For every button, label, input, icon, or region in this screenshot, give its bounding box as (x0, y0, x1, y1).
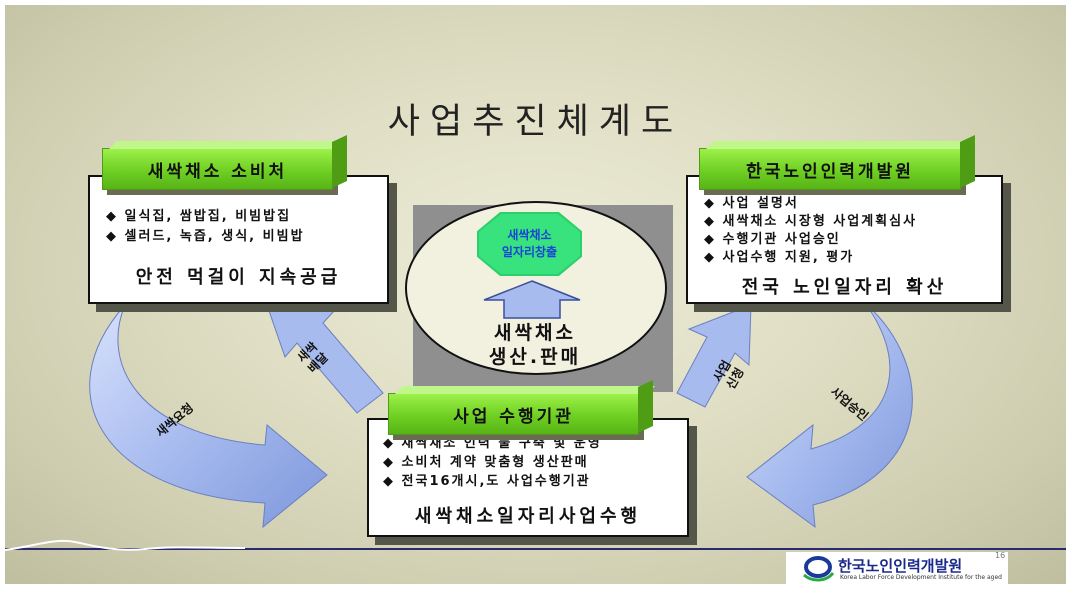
consumer-box: 일식집, 쌈밥집, 비빔밥집 셀러드, 녹즙, 생식, 비빔밥 안전 먹걸이 지… (88, 175, 389, 304)
logo-name: 한국노인인력개발원 (838, 557, 963, 575)
agency-header: 사업 수행기관 (388, 393, 639, 435)
institute-item: 사업 설명서 (704, 195, 917, 213)
consumer-item: 일식집, 쌈밥집, 비빔밥집 (106, 207, 305, 227)
consumer-items: 일식집, 쌈밥집, 비빔밥집 셀러드, 녹즙, 생식, 비빔밥 (106, 207, 305, 247)
diagram-title: 사업추진체계도 (387, 102, 684, 142)
up-arrow-icon (483, 280, 581, 319)
institute-logo: 한국노인인력개발원 Korea Labor Force Development … (786, 552, 1008, 586)
agency-summary: 새싹채소일자리사업수행 (414, 506, 642, 527)
job-creation-octagon: 새싹채소 일자리창출 (479, 214, 580, 274)
center-label-line-1: 새싹채소 (494, 322, 576, 344)
agency-items: 새싹채소 인력 풀 구축 및 운영 소비처 계약 맞춤형 생산판매 전국16개시… (383, 434, 602, 491)
slide: 사업추진체계도 일식집, 쌈밥집, 비빔밥집 셀러드, 녹즙, 생식, 비빔밥 … (5, 5, 1066, 584)
agency-item: 소비처 계약 맞춤형 생산판매 (383, 453, 602, 472)
request-arrow (89, 304, 328, 529)
institute-item: 새싹채소 시장형 사업계획심사 (704, 213, 917, 231)
agency-item: 전국16개시,도 사업수행기관 (383, 472, 602, 491)
footer-wave (5, 539, 246, 551)
flow-arrows (89, 302, 913, 529)
center-label-line-2: 생산.판매 (488, 346, 582, 368)
footer-line (5, 548, 1066, 550)
logo-mark-icon (803, 556, 834, 582)
institute-header: 한국노인인력개발원 (699, 148, 961, 190)
agency-box: 새싹채소 인력 풀 구축 및 운영 소비처 계약 맞춤형 생산판매 전국16개시… (367, 418, 689, 537)
institute-item: 수행기관 사업승인 (704, 231, 917, 249)
octagon-line-1: 새싹채소 (507, 228, 552, 242)
institute-item: 사업수행 지원, 평가 (704, 249, 917, 267)
institute-summary: 전국 노인일자리 확산 (741, 277, 948, 298)
consumer-summary: 안전 먹걸이 지속공급 (135, 267, 342, 288)
institute-items: 사업 설명서 새싹채소 시장형 사업계획심사 수행기관 사업승인 사업수행 지원… (704, 195, 917, 267)
center-label: 새싹채소 생산.판매 (445, 321, 625, 369)
institute-box: 사업 설명서 새싹채소 시장형 사업계획심사 수행기관 사업승인 사업수행 지원… (686, 175, 1003, 304)
page-number: 16 (995, 551, 1006, 560)
approve-arrow (746, 302, 913, 529)
logo-subtitle: Korea Labor Force Development Institute … (840, 574, 1002, 581)
agency-item: 새싹채소 인력 풀 구축 및 운영 (383, 434, 602, 453)
octagon-line-2: 일자리창출 (501, 245, 558, 259)
consumer-item: 셀러드, 녹즙, 생식, 비빔밥 (106, 227, 305, 247)
apply-arrow (676, 304, 752, 408)
consumer-header: 새싹채소 소비처 (102, 148, 333, 190)
delivery-arrow (266, 304, 384, 414)
